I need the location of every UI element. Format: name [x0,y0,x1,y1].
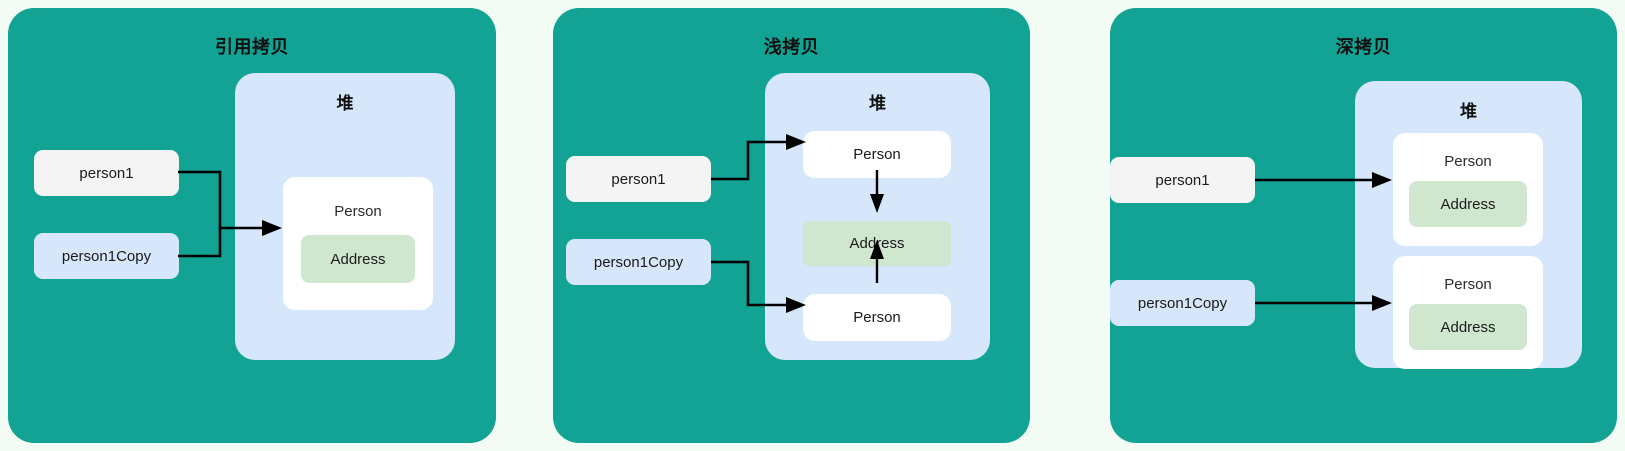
variable-person1copy: person1Copy [34,233,179,279]
panel-shallow-copy: 浅拷贝 堆 Person Address Person person1 pers… [553,8,1030,443]
heap-title: 堆 [1460,102,1477,121]
address-object: Address [1409,304,1527,350]
heap-title: 堆 [336,94,354,113]
address-object-shared: Address [803,221,951,266]
heap-title: 堆 [869,94,886,113]
variable-person1copy: person1Copy [1110,280,1255,326]
panel-title: 引用拷贝 [215,37,289,57]
person-object-bottom: Person [803,294,951,341]
person-label: Person [334,203,382,220]
variable-person1copy: person1Copy [566,239,711,285]
heap-container: 堆 Person Address Person [765,73,990,360]
variable-person1: person1 [34,150,179,196]
person-object-top: Person [803,131,951,178]
address-object: Address [301,235,415,283]
heap-container: 堆 Person Address [235,73,455,360]
person-label: Person [1444,153,1492,170]
panel-title: 浅拷贝 [763,37,820,57]
person-object-top: Person Address [1393,133,1543,246]
panel-deep-copy: 深拷贝 堆 Person Address Person Address pers… [1110,8,1617,443]
variable-person1: person1 [566,156,711,202]
person-label: Person [1444,276,1492,293]
panel-reference-copy: 引用拷贝 堆 Person Address person1 person1Cop… [8,8,496,443]
panel-title: 深拷贝 [1335,37,1392,57]
variable-person1: person1 [1110,157,1255,203]
heap-container: 堆 Person Address Person Address [1355,81,1582,369]
address-object: Address [1409,181,1527,227]
person-object: Person Address [283,177,433,310]
person-object-bottom: Person Address [1393,256,1543,369]
